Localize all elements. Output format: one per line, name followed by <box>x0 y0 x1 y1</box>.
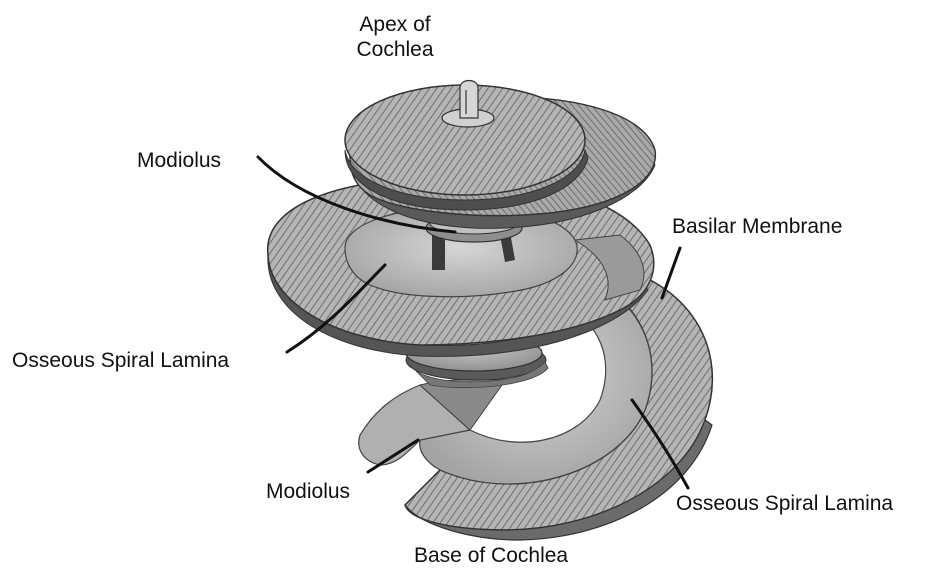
basilar-membrane-label: Basilar Membrane <box>672 214 842 239</box>
apex-label-line2: Cochlea <box>330 37 460 62</box>
osseous-spiral-lamina-right-label: Osseous Spiral Lamina <box>676 491 893 516</box>
osseous-spiral-lamina-left-label: Osseous Spiral Lamina <box>12 348 229 373</box>
base-of-cochlea-label: Base of Cochlea <box>414 543 568 568</box>
leader-basilar <box>662 248 680 298</box>
apex-label-line1: Apex of <box>330 12 460 37</box>
modiolus-top-label: Modiolus <box>137 148 221 173</box>
apex-of-cochlea-label: Apex of Cochlea <box>330 12 460 62</box>
modiolus-bottom-label: Modiolus <box>266 479 350 504</box>
